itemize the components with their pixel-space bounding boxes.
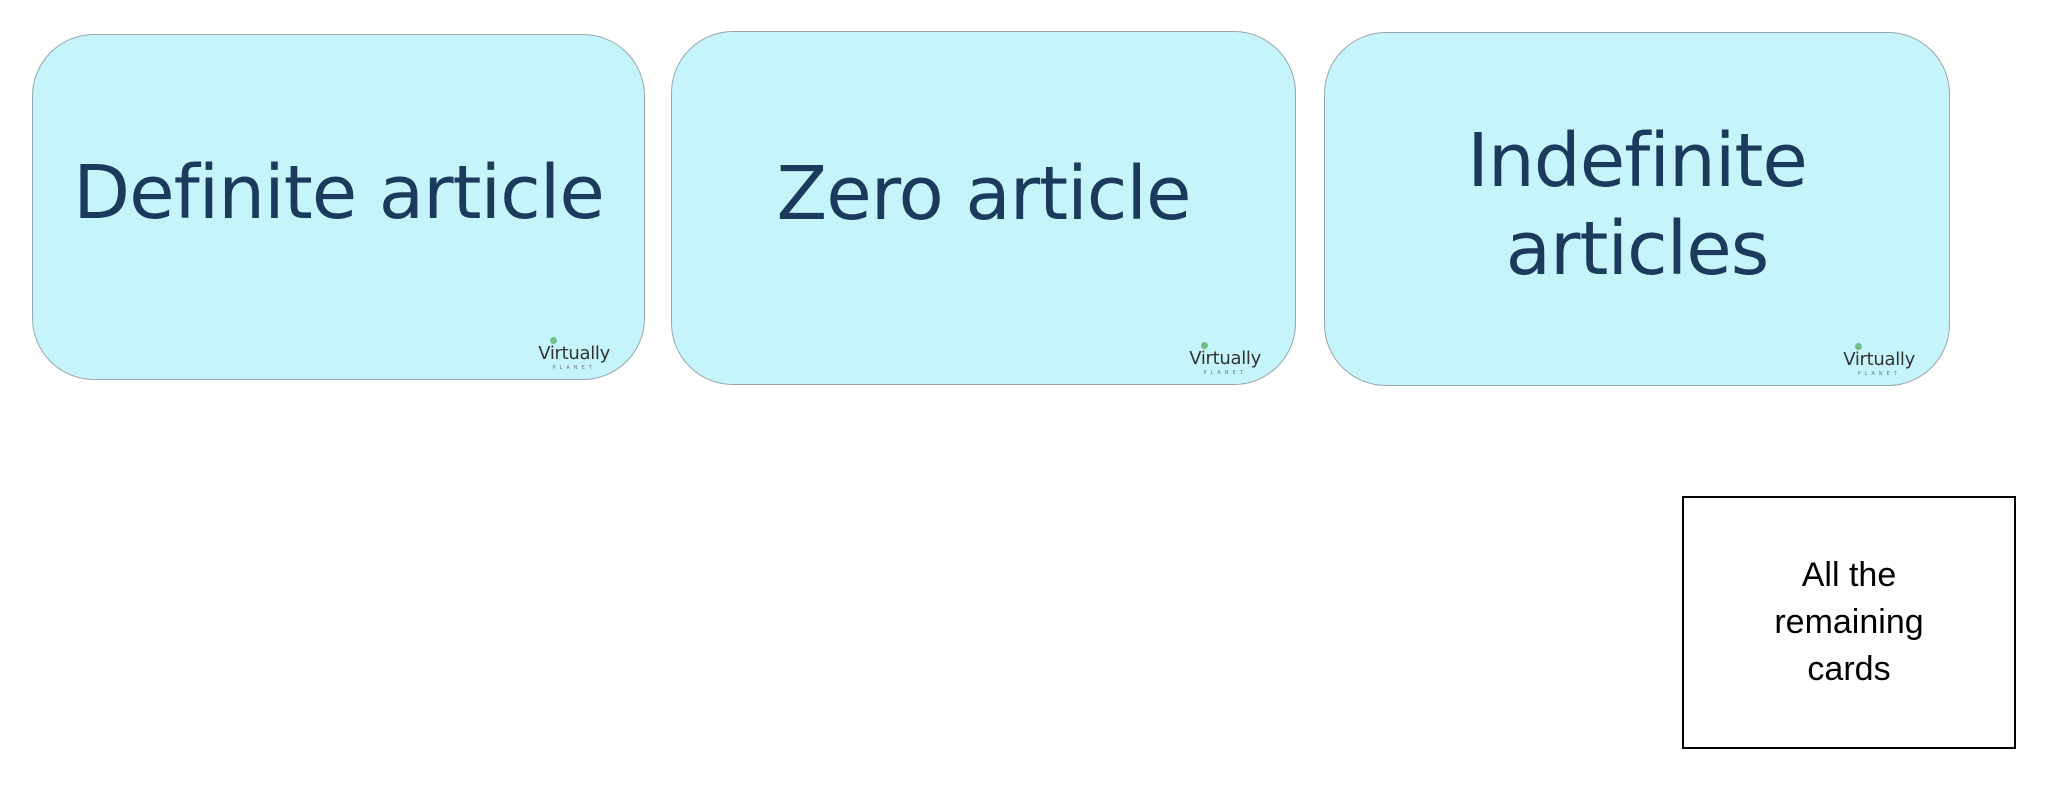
logo-globe-icon [1201,342,1209,349]
remaining-cards-pile[interactable]: All the remaining cards [1682,496,2016,749]
logo-text: Virtually [1189,348,1261,369]
logo-globe-icon [550,337,558,344]
remaining-cards-label: All the remaining cards [1774,556,1924,688]
logo-subtext: PLANET [1857,371,1901,377]
logo-wordmark: Virtually [1189,342,1261,369]
logo-subtext: PLANET [1203,370,1247,376]
card-zero-article[interactable]: Zero article Virtually PLANET [671,31,1296,385]
card-label: Definite article [73,150,605,236]
virtually-planet-logo: Virtually PLANET [1189,342,1261,376]
card-label: Zero article [776,151,1192,237]
card-definite-article[interactable]: Definite article Virtually PLANET [32,34,645,380]
logo-text: Virtually [538,343,610,364]
logo-globe-icon [1855,343,1863,350]
virtually-planet-logo: Virtually PLANET [1843,343,1915,377]
logo-wordmark: Virtually [1843,343,1915,370]
logo-subtext: PLANET [552,365,596,371]
card-label: Indefinite articles [1467,118,1808,292]
logo-text: Virtually [1843,349,1915,370]
virtually-planet-logo: Virtually PLANET [538,337,610,371]
card-indefinite-articles[interactable]: Indefinite articles Virtually PLANET [1324,32,1950,386]
logo-wordmark: Virtually [538,337,610,364]
